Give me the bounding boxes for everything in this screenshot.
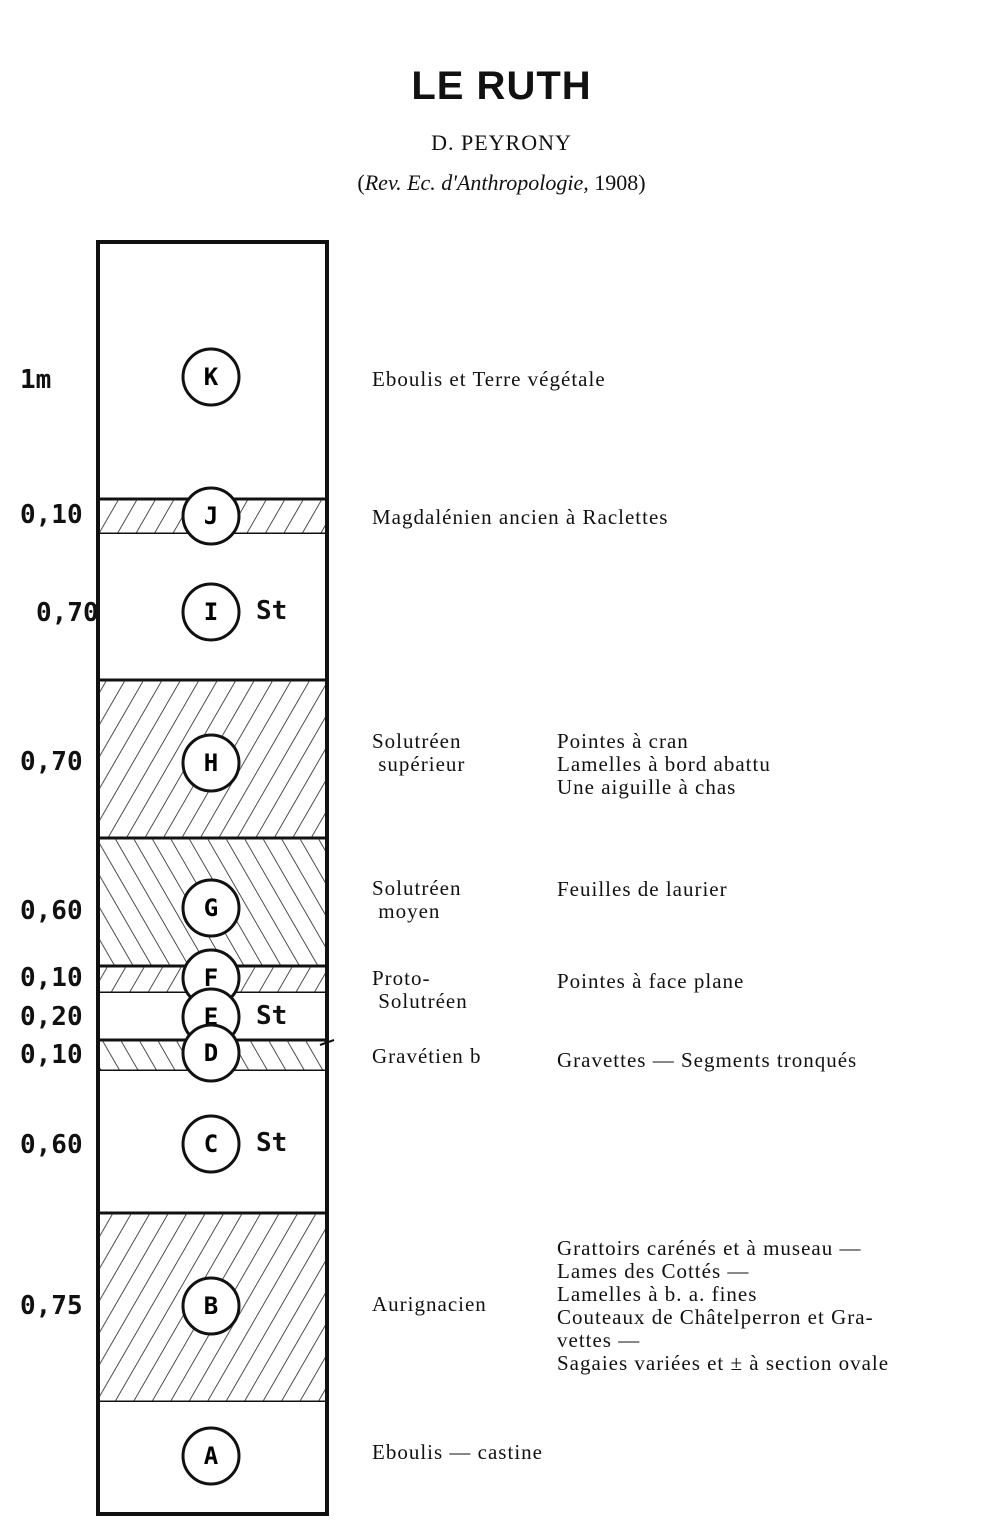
layer-circle-k	[181, 347, 241, 407]
layer-culture-a: Eboulis — castine	[372, 1440, 543, 1464]
layer-st-marker-i: St	[256, 596, 288, 626]
layer-culture-g: moyen	[372, 899, 441, 923]
layer-thickness-h: 0,70	[20, 747, 83, 777]
layer-circle-c	[181, 1114, 241, 1174]
layer-culture-f: Solutréen	[372, 989, 468, 1013]
layer-finds-b: Lames des Cottés —	[557, 1259, 750, 1283]
layer-finds-g: Feuilles de laurier	[557, 877, 728, 901]
layer-st-marker-c: St	[256, 1128, 288, 1158]
layer-thickness-b: 0,75	[20, 1291, 83, 1321]
layer-circle-d	[181, 1023, 241, 1083]
layer-circle-a	[181, 1426, 241, 1486]
layer-culture-k: Eboulis et Terre végétale	[372, 367, 606, 391]
layer-finds-b: Couteaux de Châtelperron et Gra-	[557, 1305, 874, 1329]
layer-circle-j	[181, 486, 241, 546]
layer-st-marker-e: St	[256, 1001, 288, 1031]
layer-finds-b: Lamelles à b. a. fines	[557, 1282, 758, 1306]
tick-mark	[319, 1039, 335, 1046]
layer-thickness-f: 0,10	[20, 963, 83, 993]
layer-culture-h: supérieur	[372, 752, 466, 776]
layer-finds-b: Sagaies variées et ± à section ovale	[557, 1351, 890, 1375]
layer-culture-j: Magdalénien ancien à Raclettes	[372, 505, 669, 529]
layer-letter-b: B	[204, 1292, 218, 1320]
layer-culture-g: Solutréen	[372, 876, 462, 900]
column-outline	[96, 240, 329, 1516]
layer-circle-b	[181, 1276, 241, 1336]
layer-finds-d: Gravettes — Segments tronqués	[557, 1048, 858, 1072]
layer-letter-c: C	[204, 1130, 218, 1158]
layer-thickness-c: 0,60	[20, 1130, 83, 1160]
layer-culture-f: Proto-	[372, 966, 431, 990]
layer-culture-d: Gravétien b	[372, 1044, 482, 1068]
layer-letter-g: G	[204, 894, 218, 922]
layer-thickness-i: 0,70	[36, 598, 99, 628]
source-journal: Rev. Ec. d'Anthropologie,	[364, 170, 589, 195]
layer-finds-b: Grattoirs carénés et à museau —	[557, 1236, 862, 1260]
layer-letter-i: I	[204, 598, 218, 626]
source-open: (	[357, 170, 365, 195]
layer-letter-k: K	[204, 363, 219, 391]
author-name: D. PEYRONY	[431, 130, 572, 155]
source-reference: (Rev. Ec. d'Anthropologie, 1908)	[0, 170, 1003, 196]
layer-letter-j: J	[204, 502, 218, 530]
layer-thickness-g: 0,60	[20, 896, 83, 926]
layer-finds-f: Pointes à face plane	[557, 969, 745, 993]
layer-thickness-e: 0,20	[20, 1002, 83, 1032]
layer-finds-h: Pointes à cran	[557, 729, 689, 753]
diagram-title: LE RUTH	[411, 64, 592, 108]
layer-circle-g	[181, 878, 241, 938]
layer-finds-h: Une aiguille à chas	[557, 775, 737, 799]
layer-finds-b: vettes —	[557, 1328, 641, 1352]
layer-culture-b: Aurignacien	[372, 1292, 487, 1316]
layer-letter-d: D	[204, 1039, 218, 1067]
layer-letter-a: A	[204, 1442, 219, 1470]
layer-circle-i	[181, 582, 241, 642]
layer-letter-f: F	[204, 964, 218, 992]
layer-thickness-k: 1m	[20, 365, 52, 395]
layer-letter-h: H	[204, 749, 218, 777]
layer-finds-h: Lamelles à bord abattu	[557, 752, 771, 776]
layer-thickness-j: 0,10	[20, 500, 83, 530]
layer-culture-h: Solutréen	[372, 729, 462, 753]
source-year: 1908)	[588, 170, 646, 195]
layer-thickness-d: 0,10	[20, 1040, 83, 1070]
layer-circle-h	[181, 733, 241, 793]
